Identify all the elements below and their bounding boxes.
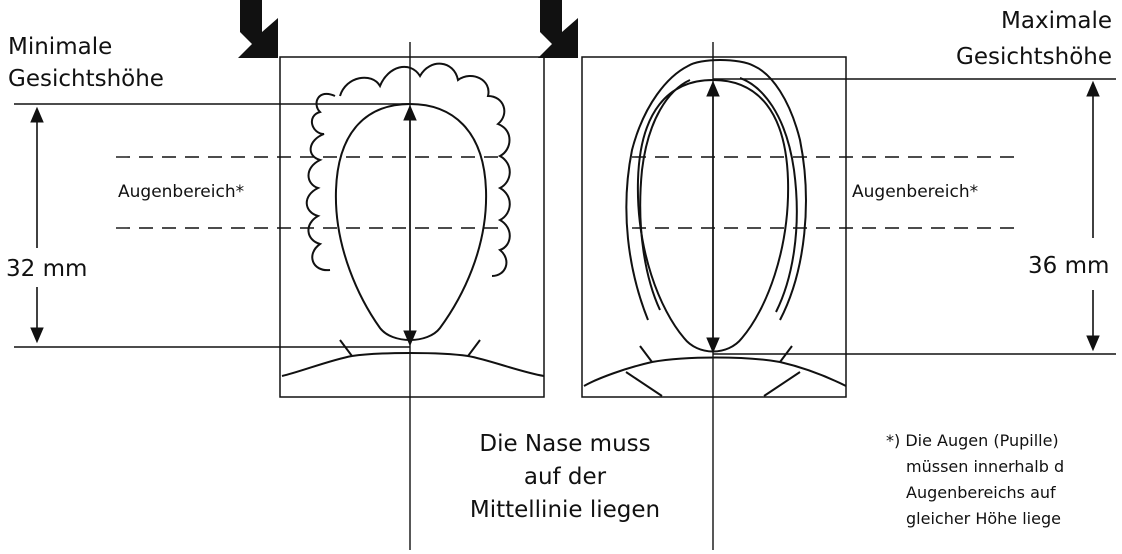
nose-line1: Die Nase muss bbox=[455, 428, 675, 461]
footnote-line2: müssen innerhalb d bbox=[886, 454, 1064, 480]
left-face-arrow bbox=[404, 106, 416, 345]
min-measure-label: 32 mm bbox=[6, 258, 87, 281]
arrow-left-photo-icon bbox=[238, 0, 278, 58]
footnote-line4: gleicher Höhe liege bbox=[886, 506, 1064, 532]
eye-area-label-right: Augenbereich* bbox=[852, 184, 978, 201]
footnote: *) Die Augen (Pupille) müssen innerhalb … bbox=[886, 428, 1064, 532]
right-face-arrow bbox=[707, 82, 719, 352]
max-title-line2: Gesichtshöhe bbox=[956, 46, 1112, 69]
min-title-line1: Minimale bbox=[8, 36, 112, 59]
left-face-oval bbox=[336, 104, 486, 340]
footnote-line3: Augenbereichs auf bbox=[886, 480, 1064, 506]
nose-instruction: Die Nase muss auf der Mittellinie liegen bbox=[455, 428, 675, 527]
min-height-arrow bbox=[31, 108, 43, 342]
footnote-line1: *) Die Augen (Pupille) bbox=[886, 428, 1064, 454]
arrow-right-photo-icon bbox=[538, 0, 578, 58]
nose-line2: auf der bbox=[455, 461, 675, 494]
max-measure-label: 36 mm bbox=[1028, 255, 1109, 278]
max-height-arrow bbox=[1087, 82, 1099, 350]
left-neck bbox=[282, 340, 544, 376]
nose-line3: Mittellinie liegen bbox=[455, 494, 675, 527]
eye-area-label-left: Augenbereich* bbox=[118, 184, 244, 201]
min-title-line2: Gesichtshöhe bbox=[8, 68, 164, 91]
max-title-line1: Maximale bbox=[1001, 10, 1112, 33]
left-face-drawing bbox=[282, 64, 544, 376]
